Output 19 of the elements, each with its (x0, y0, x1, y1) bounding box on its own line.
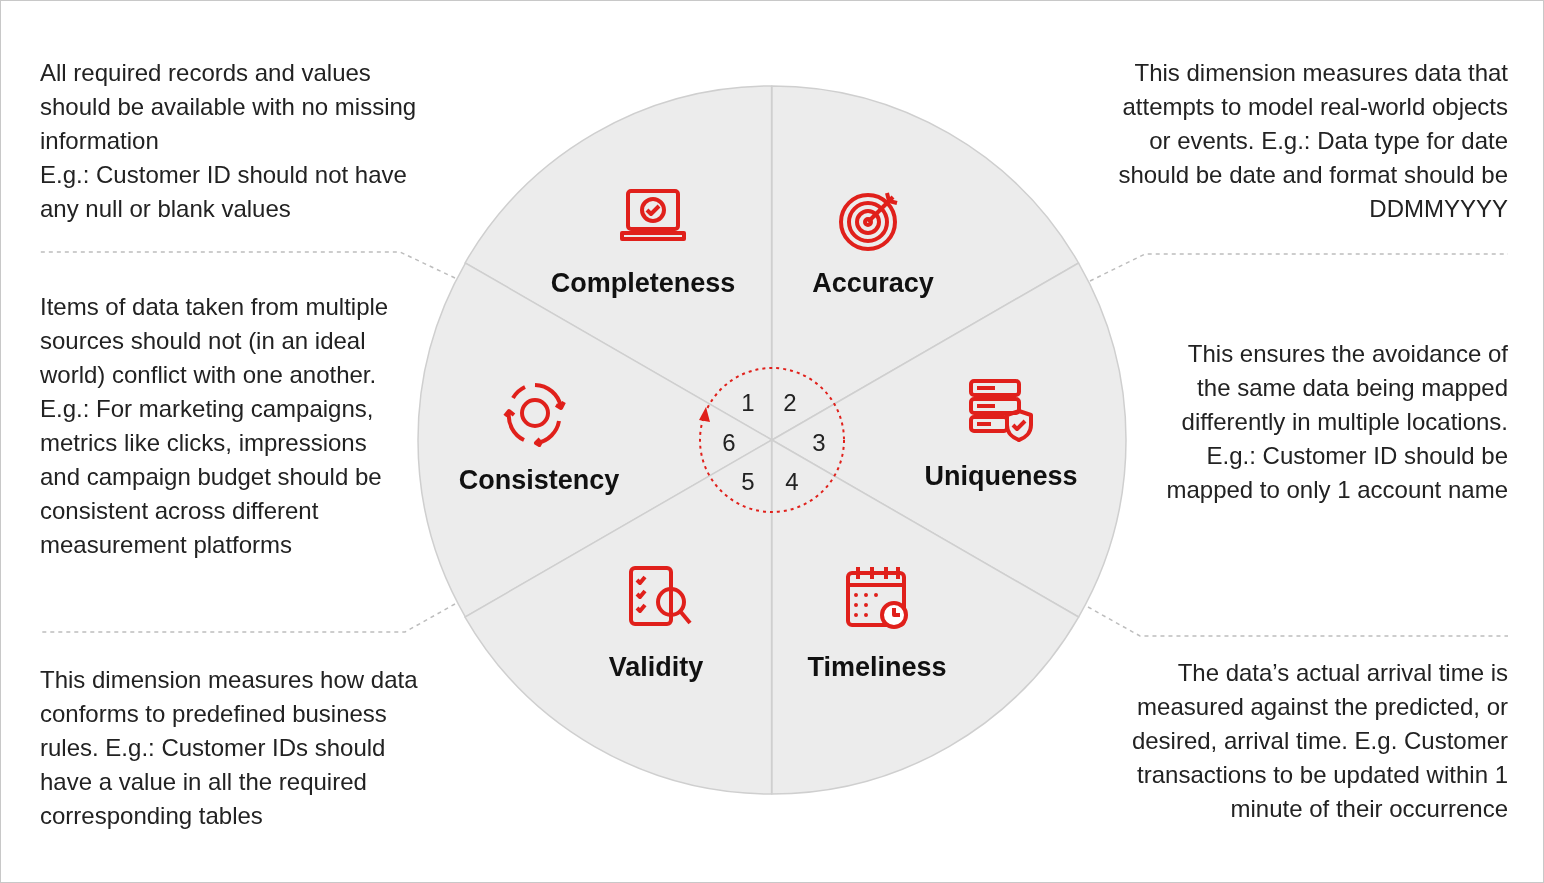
description-text: The data’s actual arrival time is measured against the predicted, or desired, arrival time. E.g. Customer transactions to be updated within 1 minute of their occurrence (1130, 658, 1508, 824)
dimension-label: Timeliness (807, 651, 947, 683)
description-text: This ensures the avoidance of the same data being mapped differently in multiple locations. E.g.: Customer ID should be mapped to only 1 account name (1165, 339, 1508, 505)
sector-number: 6 (722, 429, 736, 457)
description-text: This dimension measures data that attempts to model real-world objects or events. E.g.: Data type for date should be date and format should be DDMMYYYY (1117, 58, 1508, 224)
description-text: E.g.: Customer ID should not have any null or blank values (40, 160, 408, 224)
sector-number: 1 (741, 389, 755, 417)
dimension-label: Uniqueness (924, 460, 1078, 492)
dimension-label: Validity (608, 651, 704, 683)
sector-number: 2 (783, 389, 797, 417)
description-text: This dimension measures how data conforms to predefined business rules. E.g.: Customer IDs should have a value in all the required corresponding tables (40, 665, 419, 831)
dimension-label: Completeness (550, 267, 736, 299)
sector-number: 3 (812, 429, 826, 457)
description-text: Items of data taken from multiple sources should not (in an ideal world) conflict with one another. E.g.: For marketing campaigns, metrics like clicks, impressions and campaign budget should be consistent across different measurement platforms (40, 292, 390, 560)
dimension-label: Accuracy (812, 267, 934, 299)
description-text: All required records and values should be available with no missing information (40, 58, 418, 156)
sector-number: 4 (785, 468, 799, 496)
sector-number: 5 (741, 468, 755, 496)
dimension-label: Consistency (458, 464, 620, 496)
